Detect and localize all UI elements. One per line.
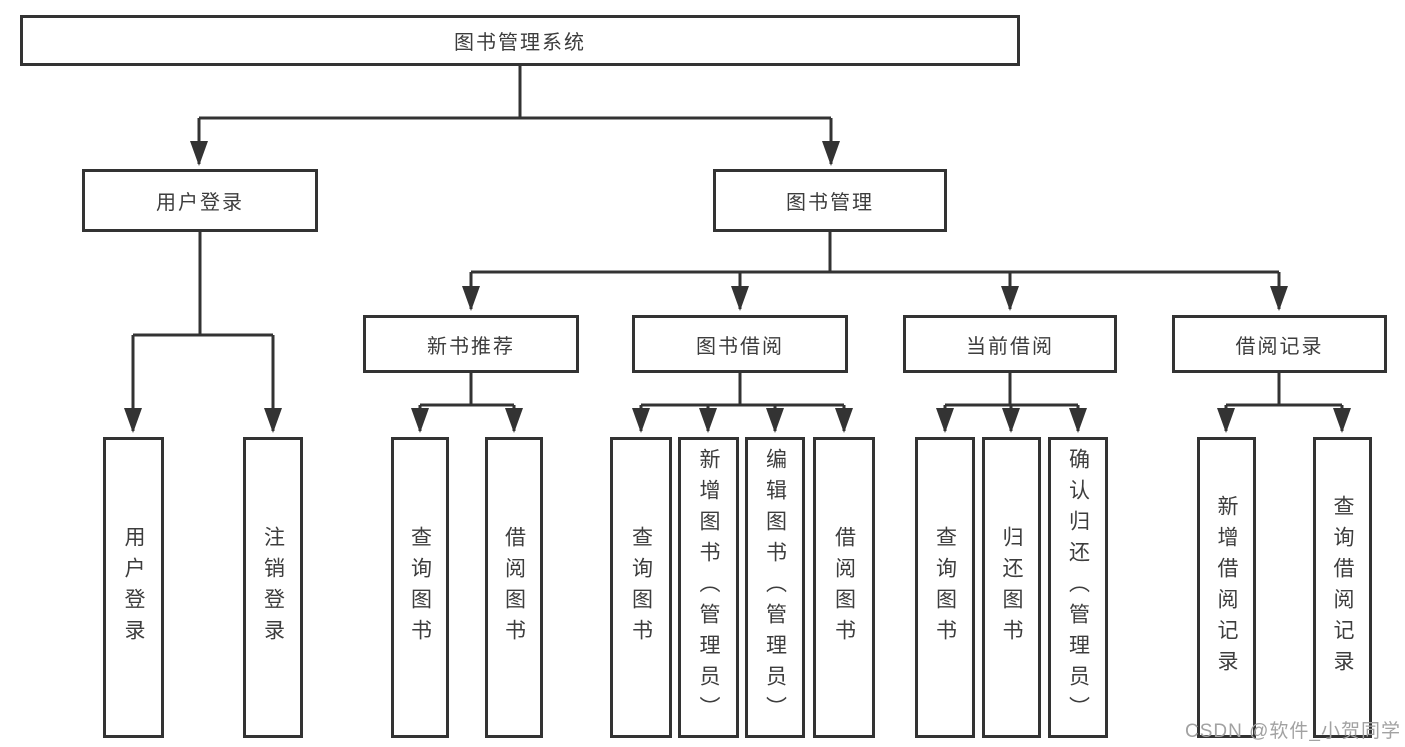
leaf-current-return-books: 归还图书 [982,437,1041,738]
leaf-label: 查询图书 [408,525,432,650]
leaf-label: 借阅图书 [502,525,526,650]
leaf-label: 查询借阅记录 [1331,494,1354,681]
leaf-label: 用户登录 [122,525,145,650]
leaf-borrowing-edit-books-admin: 编辑图书（管理员） [745,437,805,738]
node-new-book-recommendation: 新书推荐 [363,315,579,373]
node-book-borrowing: 图书借阅 [632,315,848,373]
leaf-borrowing-query-books: 查询图书 [610,437,672,738]
leaf-user-login: 用户登录 [103,437,164,738]
leaf-records-add-record: 新增借阅记录 [1197,437,1256,738]
node-current-borrowing: 当前借阅 [903,315,1117,373]
leaf-label: 借阅图书 [832,525,856,650]
node-user-login: 用户登录 [82,169,318,232]
leaf-borrowing-borrow-books: 借阅图书 [813,437,875,738]
node-borrowing-records: 借阅记录 [1172,315,1387,373]
leaf-label: 编辑图书（管理员） [763,448,787,727]
leaf-label: 查询图书 [629,525,653,650]
leaf-label: 确认归还（管理员） [1066,448,1090,727]
leaf-label: 查询图书 [933,525,957,650]
node-library-management-system: 图书管理系统 [20,15,1020,66]
leaf-logout: 注销登录 [243,437,303,738]
leaf-borrowing-add-books-admin: 新增图书（管理员） [678,437,739,738]
leaf-recommend-query-books: 查询图书 [391,437,449,738]
leaf-recommend-borrow-books: 借阅图书 [485,437,543,738]
node-book-management: 图书管理 [713,169,947,232]
leaf-label: 归还图书 [1000,525,1023,650]
leaf-records-query-record: 查询借阅记录 [1313,437,1372,738]
leaf-current-confirm-return-admin: 确认归还（管理员） [1048,437,1108,738]
leaf-current-query-books: 查询图书 [915,437,975,738]
leaf-label: 注销登录 [261,525,285,650]
csdn-watermark: CSDN @软件_小贺同学 [1185,721,1401,742]
leaf-label: 新增图书（管理员） [697,448,720,727]
leaf-label: 新增借阅记录 [1215,494,1238,681]
